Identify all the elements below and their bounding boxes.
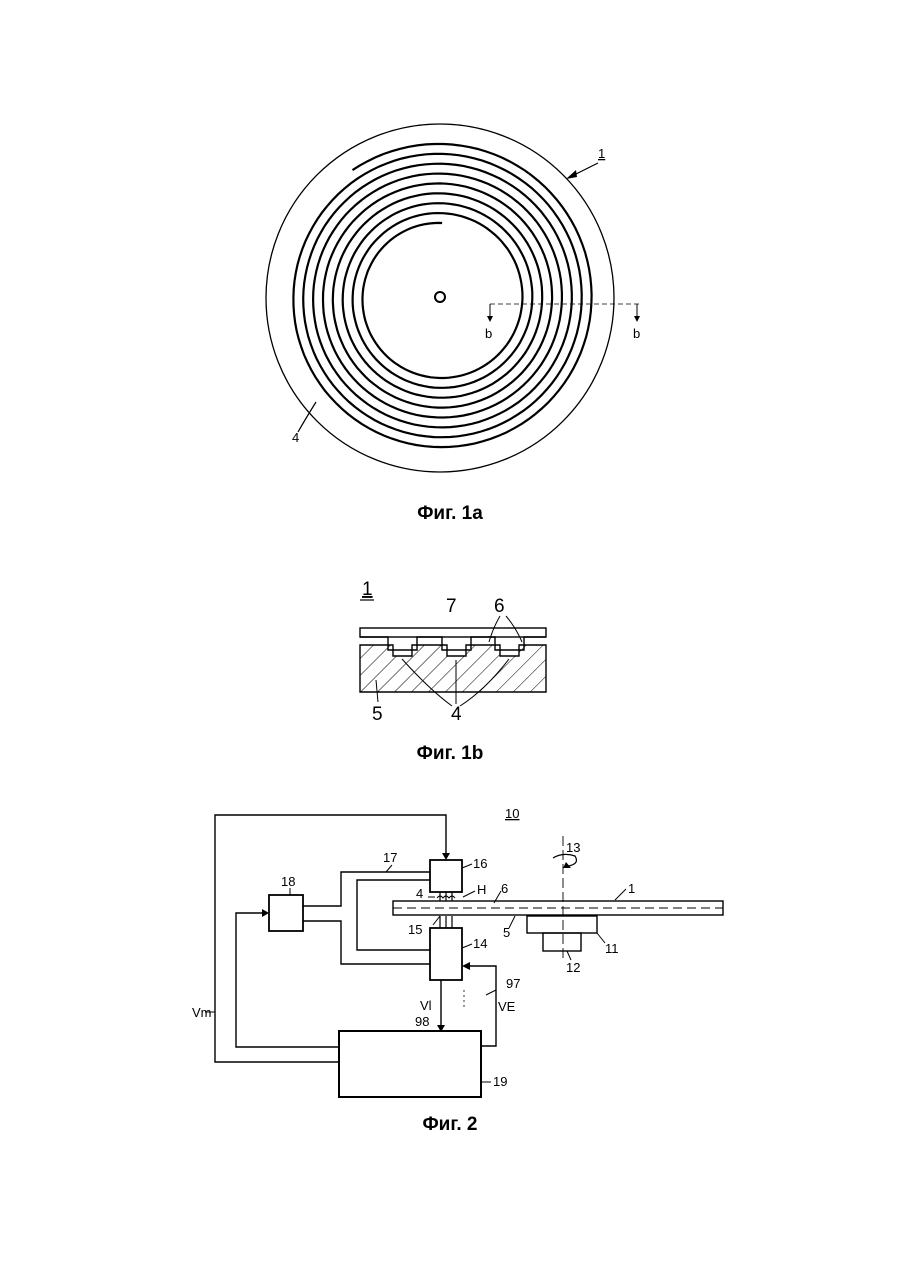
label-4: 4 xyxy=(416,886,423,901)
leader-16 xyxy=(462,864,472,868)
label-1b-7: 7 xyxy=(446,596,457,617)
unit-19 xyxy=(339,1031,481,1097)
section-arrowhead-left xyxy=(487,316,493,322)
coating-layer-6 xyxy=(360,637,546,650)
label-6: 6 xyxy=(501,881,508,896)
unit-16 xyxy=(430,860,462,892)
arrowhead-18 xyxy=(262,909,269,917)
rotation-arrow xyxy=(553,854,576,866)
arrowhead-ve xyxy=(462,962,470,970)
leader-15 xyxy=(433,916,440,925)
leader-1 xyxy=(615,889,626,900)
figure-2-labels: 13 1 16 17 18 4 H 6 5 11 12 15 14 97 Vl … xyxy=(192,840,635,1135)
label-disc-1: 1 xyxy=(598,146,605,161)
label-98: 98 xyxy=(415,1014,429,1029)
spiral-groove xyxy=(293,144,591,447)
top-layer-7 xyxy=(360,628,546,637)
center-hole xyxy=(435,292,445,302)
figure-1b: 1 7 6 5 4 Фиг. 1b xyxy=(360,579,546,764)
label-groove-4: 4 xyxy=(292,430,299,445)
label-1b-disc: 1 xyxy=(362,579,373,600)
caption-fig-1b: Фиг. 1b xyxy=(417,743,484,764)
leader-12 xyxy=(567,951,571,960)
caption-fig-2: Фиг. 2 xyxy=(422,1114,477,1135)
label-1b-4: 4 xyxy=(451,704,462,725)
section-label-right: b xyxy=(633,326,640,341)
leader-17 xyxy=(386,865,392,872)
label-16: 16 xyxy=(473,856,487,871)
label-1b-5: 5 xyxy=(372,704,383,725)
figure-2: 10 xyxy=(205,806,723,1097)
line-vm xyxy=(215,815,446,1062)
label-17: 17 xyxy=(383,850,397,865)
label-h: H xyxy=(477,882,486,897)
label-19: 19 xyxy=(493,1074,507,1089)
label-1b-6: 6 xyxy=(494,596,505,617)
leader-11 xyxy=(597,933,605,943)
label-18: 18 xyxy=(281,874,295,889)
section-label-left: b xyxy=(485,326,492,341)
label-5: 5 xyxy=(503,925,510,940)
leader-6b xyxy=(506,616,522,642)
label-11: 11 xyxy=(605,941,619,956)
unit-18 xyxy=(269,895,303,931)
arrowhead-disc-1 xyxy=(566,170,577,179)
figure-1a: 1 4 b b Фиг. 1а xyxy=(266,124,640,524)
label-97: 97 xyxy=(506,976,520,991)
label-ve: VE xyxy=(498,999,516,1014)
label-system-10: 10 xyxy=(505,806,519,821)
leader-14 xyxy=(462,944,472,948)
leader-97 xyxy=(486,990,496,995)
line-19-to-18 xyxy=(236,913,339,1047)
label-vl: Vl xyxy=(420,998,432,1013)
label-13: 13 xyxy=(566,840,580,855)
spindle-12 xyxy=(543,933,581,951)
substrate-5 xyxy=(360,645,546,692)
label-12: 12 xyxy=(566,960,580,975)
unit-14 xyxy=(430,928,462,980)
label-1: 1 xyxy=(628,881,635,896)
arrowhead-vm xyxy=(442,853,450,860)
rotation-arrowhead xyxy=(563,862,571,868)
label-15: 15 xyxy=(408,922,422,937)
label-vm: Vm xyxy=(192,1005,212,1020)
leader-h xyxy=(463,891,475,897)
section-arrowhead-right xyxy=(634,316,640,322)
label-14: 14 xyxy=(473,936,487,951)
chuck-11 xyxy=(527,916,597,933)
caption-fig-1a: Фиг. 1а xyxy=(417,503,483,524)
